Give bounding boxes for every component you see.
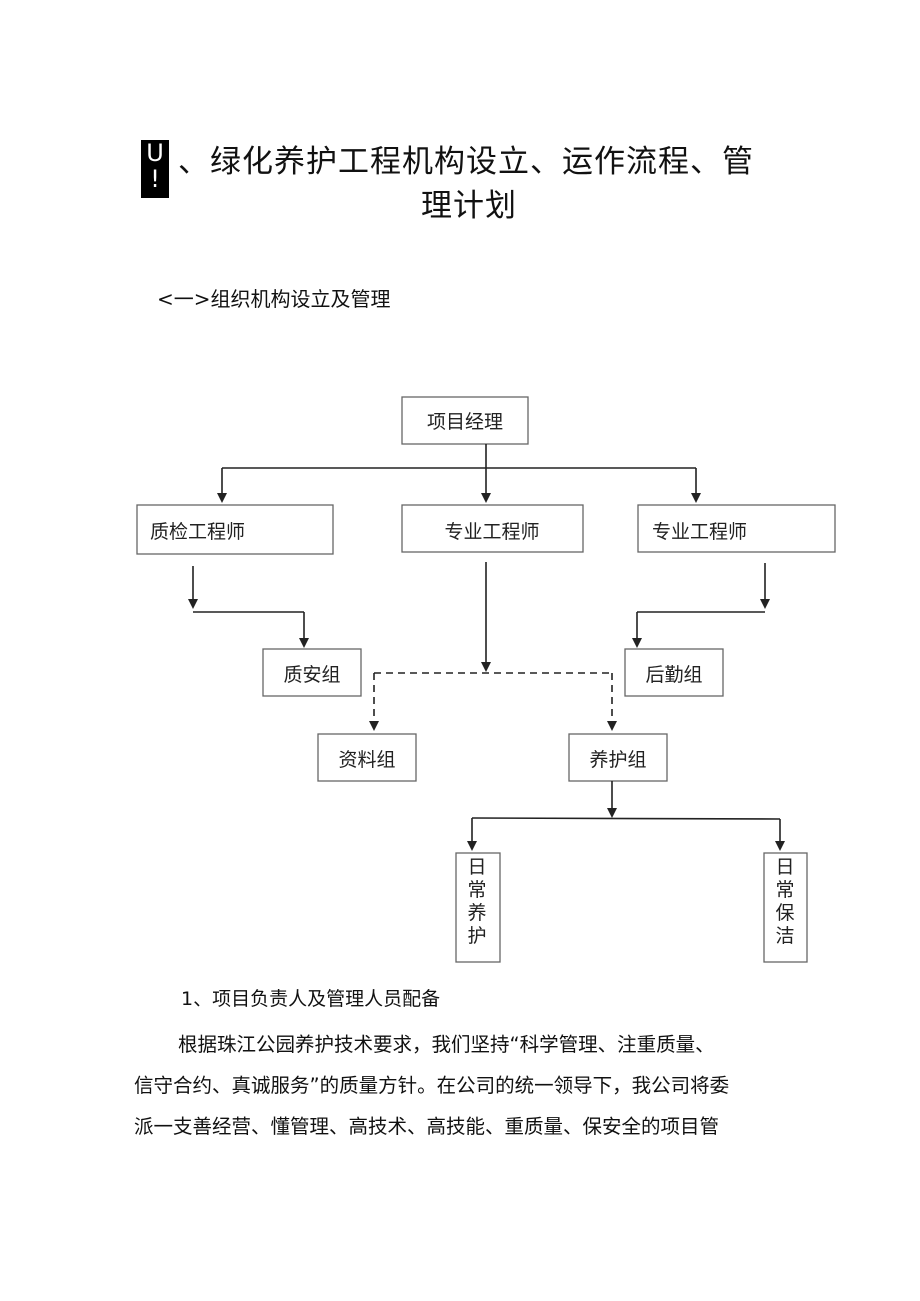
paragraph-line: 信守合约、真诚服务”的质量方针。在公司的统一领导下，我公司将委 (134, 1074, 730, 1097)
org-node-logistics-group-label: 后勤组 (645, 664, 702, 686)
vertical-char: 养 (467, 902, 486, 924)
org-node-qc-engineer-label: 质检工程师 (150, 521, 245, 543)
org-node-daily-cleaning-label: 日常保洁 (775, 856, 794, 947)
org-node-specialist-engineer-center: 专业工程师 (401, 504, 584, 553)
org-node-safety-group: 质安组 (262, 648, 362, 697)
org-node-qc-engineer: 质检工程师 (136, 504, 334, 555)
org-node-maintenance-group-label: 养护组 (589, 749, 646, 771)
org-node-daily-cleaning: 日常保洁 (763, 852, 808, 963)
org-edges-root (217, 444, 701, 503)
org-node-safety-group-label: 质安组 (283, 664, 340, 686)
body-paragraph: 根据珠江公园养护技术要求，我们坚持“科学管理、注重质量、 信守合约、真诚服务”的… (134, 1024, 794, 1147)
title-badge-bottom: ! (150, 165, 160, 193)
org-node-specialist-center-label: 专业工程师 (444, 521, 539, 543)
org-node-root-label: 项目经理 (427, 411, 503, 433)
paragraph-line: 根据珠江公园养护技术要求，我们坚持“科学管理、注重质量、 (178, 1033, 715, 1056)
subsection-heading: 1、项目负责人及管理人员配备 (181, 988, 441, 1010)
vertical-char: 日 (467, 856, 486, 878)
org-edges-left (188, 566, 309, 648)
vertical-char: 常 (775, 879, 794, 901)
org-edges-maintenance (467, 781, 785, 851)
org-node-specialist-engineer-right: 专业工程师 (637, 504, 836, 553)
org-node-records-group-label: 资料组 (338, 749, 395, 771)
vertical-char: 常 (467, 879, 486, 901)
org-node-daily-maintenance: 日常养护 (455, 852, 501, 963)
org-node-logistics-group: 后勤组 (624, 648, 724, 697)
org-node-records-group: 资料组 (317, 733, 417, 782)
section-heading: <一>组织机构设立及管理 (157, 287, 391, 311)
org-node-maintenance-group: 养护组 (568, 733, 668, 782)
org-node-daily-maintenance-label: 日常养护 (467, 856, 486, 947)
org-edges-right (632, 563, 770, 648)
vertical-char: 洁 (775, 925, 794, 947)
org-edges-center (369, 562, 617, 731)
page-title-line-1: 、绿化养护工程机构设立、运作流程、管 (178, 144, 754, 180)
page-title-line-2: 理计划 (421, 188, 517, 224)
vertical-char: 保 (775, 902, 794, 924)
org-node-specialist-right-label: 专业工程师 (652, 521, 747, 543)
org-node-root: 项目经理 (401, 396, 529, 445)
title-badge-top: U (146, 139, 164, 167)
title-number-badge: U ! (141, 140, 169, 198)
vertical-char: 日 (775, 856, 794, 878)
vertical-char: 护 (467, 925, 486, 947)
paragraph-line: 派一支善经营、懂管理、高技术、高技能、重质量、保安全的项目管 (134, 1115, 720, 1138)
